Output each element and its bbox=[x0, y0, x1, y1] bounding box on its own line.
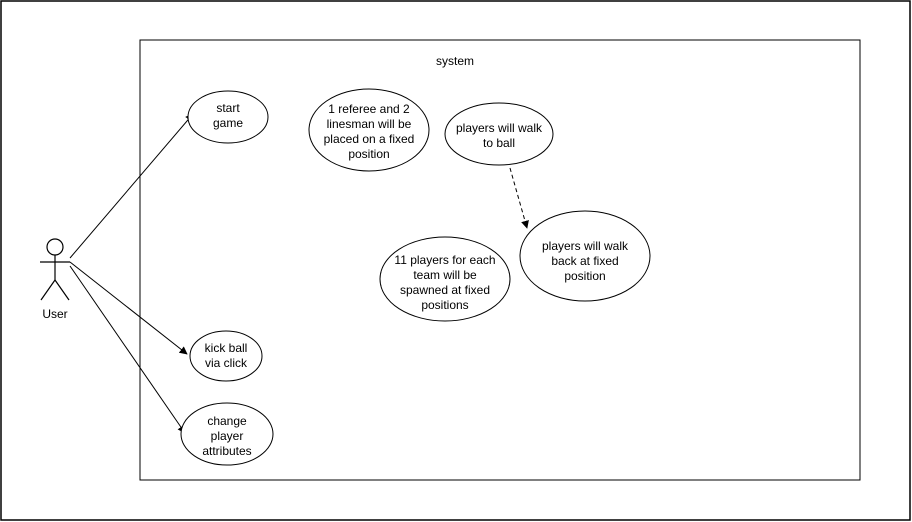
use-case-line: spawned at fixed bbox=[400, 283, 490, 297]
use-case-line: to ball bbox=[483, 136, 515, 150]
use-case-spawn-players[interactable]: 11 players for each team will be spawned… bbox=[379, 236, 511, 322]
use-case-line: players will walk bbox=[456, 121, 543, 135]
dependency-walk-to-walk-back bbox=[509, 167, 529, 229]
use-case-line: linesman will be bbox=[327, 117, 412, 131]
use-case-ellipse bbox=[519, 210, 651, 302]
use-case-line: game bbox=[213, 116, 243, 130]
use-case-line: change bbox=[207, 414, 247, 428]
actor-user[interactable] bbox=[40, 238, 70, 301]
use-case-start-game[interactable]: start game bbox=[187, 90, 269, 144]
use-case-line: kick ball bbox=[205, 341, 248, 355]
use-case-line: position bbox=[564, 269, 605, 283]
use-case-line: position bbox=[348, 147, 389, 161]
use-case-line: via click bbox=[205, 356, 248, 370]
association-kick-ball bbox=[69, 261, 188, 355]
use-case-ellipse bbox=[308, 88, 430, 172]
association-start-game bbox=[69, 113, 194, 259]
use-case-walk-to-ball[interactable]: players will walk to ball bbox=[444, 102, 554, 166]
use-case-line: team will be bbox=[413, 268, 477, 282]
actor-left-leg bbox=[40, 279, 56, 301]
use-case-ellipse bbox=[187, 90, 269, 144]
use-case-ellipse bbox=[379, 236, 511, 322]
use-case-line: 1 referee and 2 bbox=[328, 102, 410, 116]
system-label: system bbox=[436, 54, 474, 68]
use-case-line: start bbox=[216, 101, 240, 115]
use-case-line: positions bbox=[421, 298, 468, 312]
use-case-ellipse bbox=[444, 102, 554, 166]
use-case-line: back at fixed bbox=[551, 254, 618, 268]
use-case-change-attributes[interactable]: change player attributes bbox=[180, 402, 274, 466]
use-case-referee-placement[interactable]: 1 referee and 2 linesman will be placed … bbox=[308, 88, 430, 172]
use-case-line: players will walk bbox=[542, 239, 629, 253]
use-case-ellipse bbox=[180, 402, 274, 466]
association-change-attributes bbox=[69, 265, 186, 434]
use-case-line: 11 players for each bbox=[394, 253, 495, 267]
actor-label: User bbox=[42, 307, 67, 321]
system-boundary bbox=[139, 39, 861, 481]
actor-right-leg bbox=[54, 279, 70, 301]
use-case-line: attributes bbox=[202, 444, 251, 458]
use-case-ellipse bbox=[189, 330, 263, 382]
use-case-walk-back[interactable]: players will walk back at fixed position bbox=[519, 210, 651, 302]
use-case-kick-ball[interactable]: kick ball via click bbox=[189, 330, 263, 382]
actor-head bbox=[46, 238, 64, 256]
use-case-line: player bbox=[211, 429, 244, 443]
use-case-line: placed on a fixed bbox=[324, 132, 415, 146]
